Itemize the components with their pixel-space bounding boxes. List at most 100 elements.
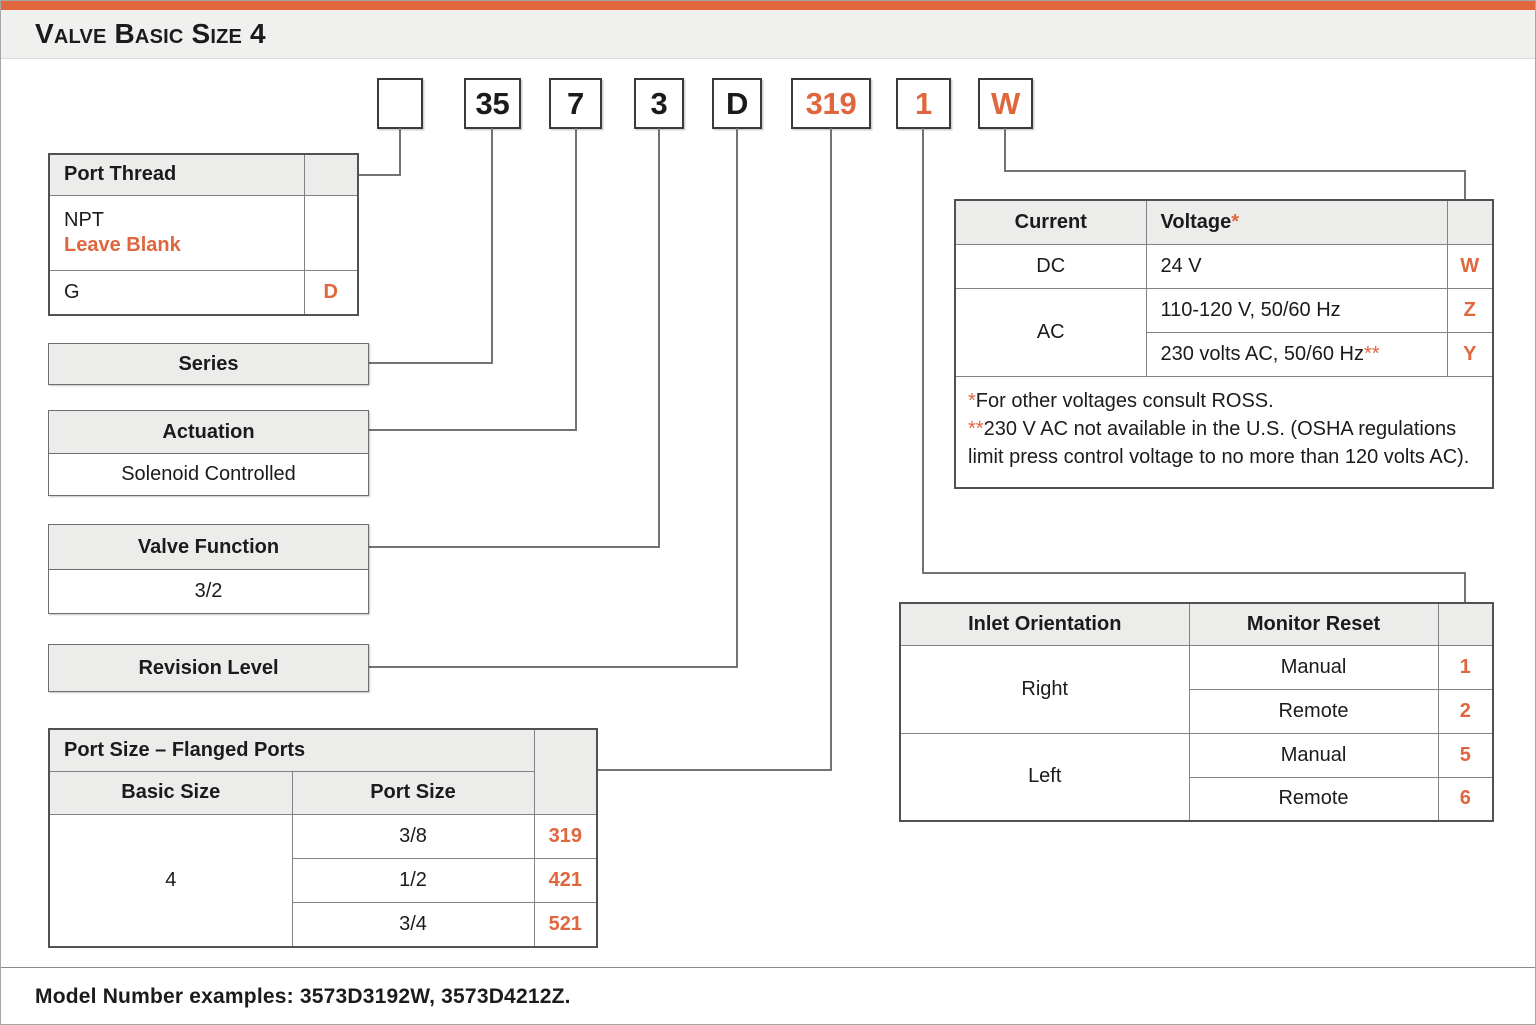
connector-line [369,546,660,548]
model-code-box-revision-level: D [712,78,762,129]
actuation-panel: Actuation Solenoid Controlled [48,410,369,496]
inlet-orientation-header: Inlet Orientation [899,602,1190,646]
connector-line [658,128,660,548]
model-code-box-port-thread [377,78,423,129]
model-code-box-port-size: 319 [791,78,871,129]
reset-code: 2 [1437,688,1494,734]
voltage-footnote-2: **230 V AC not available in the U.S. (OS… [968,415,1480,472]
connector-line [596,769,832,771]
voltage-header: Voltage* [1145,199,1448,245]
valve-function-value: 3/2 [49,569,368,613]
title-band: Valve Basic Size 4 [1,10,1535,59]
port-thread-option-label: NPT [64,208,104,231]
valve-function-title: Valve Function [49,525,368,569]
connector-line [369,666,738,668]
connector-line [830,128,832,771]
actuation-value: Solenoid Controlled [49,453,368,495]
voltage-value: 24 V [1145,243,1448,289]
reset-value: Manual [1188,732,1439,778]
port-size-header: Port Size [291,770,535,815]
port-size-value: 3/8 [291,813,535,859]
connector-line [491,128,493,364]
orientation-value: Left [899,732,1190,822]
current-header: Current [954,199,1147,245]
top-accent-bar [1,1,1535,10]
port-thread-table: Port Thread NPT Leave Blank G D [48,153,359,316]
port-size-code-header [533,728,598,815]
voltage-value-asterisks: ** [1363,342,1380,365]
actuation-title: Actuation [49,411,368,453]
footnote-asterisk: ** [968,417,984,440]
port-thread-option-label: G [48,269,305,316]
inlet-orientation-table: Inlet Orientation Monitor Reset Right Ma… [899,602,1494,822]
voltage-footnote-1: *For other voltages consult ROSS. [968,387,1480,415]
voltage-code-header [1446,199,1494,245]
reset-code: 5 [1437,732,1494,778]
voltage-value-text: 230 volts AC, 50/60 Hz [1160,342,1364,365]
port-size-value: 3/4 [291,901,535,948]
connector-line [575,128,577,431]
voltage-code: Y [1446,331,1494,377]
connector-line [736,128,738,668]
reset-value: Remote [1188,776,1439,822]
series-panel: Series [48,343,369,385]
footnote-asterisk: * [968,389,976,412]
voltage-value: 110-120 V, 50/60 Hz [1145,287,1448,333]
model-code-box-series: 35 [464,78,521,129]
revision-level-panel: Revision Level [48,644,369,692]
monitor-reset-header: Monitor Reset [1188,602,1439,646]
reset-value: Remote [1188,688,1439,734]
connector-line [369,429,577,431]
connector-line [1464,572,1466,603]
examples-values: 3573D3192W, 3573D4212Z. [293,984,571,1008]
port-thread-code-cell: D [303,269,359,316]
port-thread-row-npt: NPT Leave Blank [48,194,305,271]
reset-code: 1 [1437,644,1494,690]
voltage-table: Current Voltage* DC 24 V W AC 110-120 V,… [954,199,1494,489]
model-code-box-inlet-monitor: 1 [896,78,951,129]
current-value: AC [954,287,1147,377]
voltage-code: W [1446,243,1494,289]
footnote-text: For other voltages consult ROSS. [975,389,1274,412]
model-code-box-voltage: W [978,78,1033,129]
orientation-value: Right [899,644,1190,734]
voltage-header-asterisk: * [1231,210,1240,233]
revision-level-title: Revision Level [49,645,368,691]
connector-line [357,174,401,176]
model-number-examples: Model Number examples: 3573D3192W, 3573D… [1,967,1535,1024]
connector-line [1004,128,1006,172]
voltage-header-text: Voltage [1160,210,1232,233]
current-value: DC [954,243,1147,289]
series-title: Series [49,344,368,384]
port-size-table: Port Size – Flanged Ports Basic Size Por… [48,728,599,948]
port-thread-title: Port Thread [48,153,305,196]
valve-function-panel: Valve Function 3/2 [48,524,369,614]
voltage-value: 230 volts AC, 50/60 Hz** [1145,331,1448,377]
model-code-box-valve-function: 3 [634,78,684,129]
voltage-footnotes: *For other voltages consult ROSS. **230 … [954,375,1494,489]
connector-line [369,362,493,364]
connector-line [922,572,1466,574]
footnote-text: 230 V AC not available in the U.S. (OSHA… [968,417,1470,469]
port-size-code: 421 [533,857,598,903]
port-thread-code-header [303,153,359,196]
examples-label: Model Number examples: [35,984,294,1008]
port-size-code: 521 [533,901,598,948]
inlet-code-header [1437,602,1494,646]
port-thread-code-cell [303,194,359,271]
connector-line [1464,170,1466,200]
basic-size-header: Basic Size [48,770,293,815]
connector-line [1004,170,1466,172]
port-thread-option-note: Leave Blank [64,233,181,256]
voltage-code: Z [1446,287,1494,333]
model-code-box-actuation: 7 [549,78,602,129]
basic-size-value: 4 [48,813,293,948]
port-size-code: 319 [533,813,598,859]
port-size-value: 1/2 [291,857,535,903]
port-size-title: Port Size – Flanged Ports [48,728,535,772]
connector-line [399,128,401,176]
page-title: Valve Basic Size 4 [35,18,266,49]
reset-code: 6 [1437,776,1494,822]
connector-line [922,128,924,574]
